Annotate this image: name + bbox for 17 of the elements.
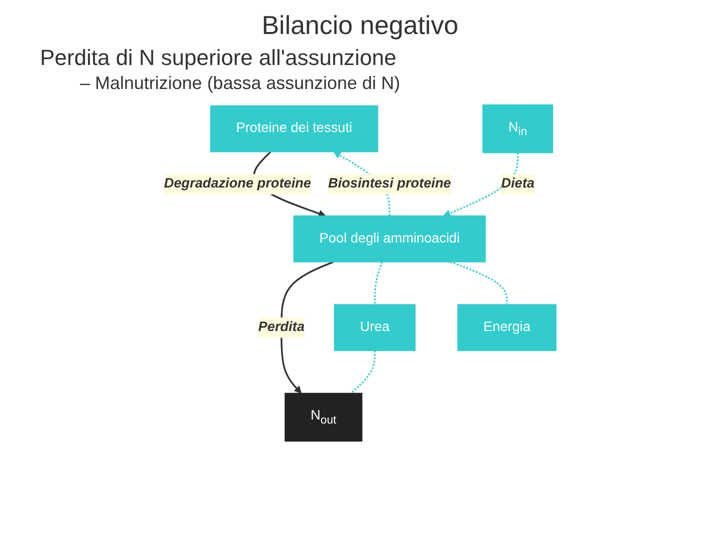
node-box: Energia: [457, 304, 556, 352]
node-box: Proteine dei tessuti: [210, 105, 378, 152]
connector: [450, 261, 508, 305]
node-box: N$_{in}$: [482, 104, 554, 154]
connector: [374, 262, 383, 305]
slide-title: Bilancio negativo: [260, 10, 460, 41]
arrow: [443, 152, 519, 217]
edge-label: Degradazione proteine: [164, 176, 312, 192]
node-box: N$_{out}$: [284, 392, 362, 442]
node-box: Urea: [334, 304, 416, 352]
bullet-text: Perdita di N superiore all'assunzione: [40, 45, 398, 71]
sub-bullet-text: – Malnutrizione (bassa assunzione di N): [80, 73, 402, 94]
connector: [350, 350, 376, 394]
node-box: Pool degli amminoacidi: [293, 215, 486, 262]
edge-label: Biosintesi proteine: [328, 176, 451, 192]
edge-label: Dieta: [501, 176, 534, 192]
edge-label: Perdita: [258, 320, 305, 334]
